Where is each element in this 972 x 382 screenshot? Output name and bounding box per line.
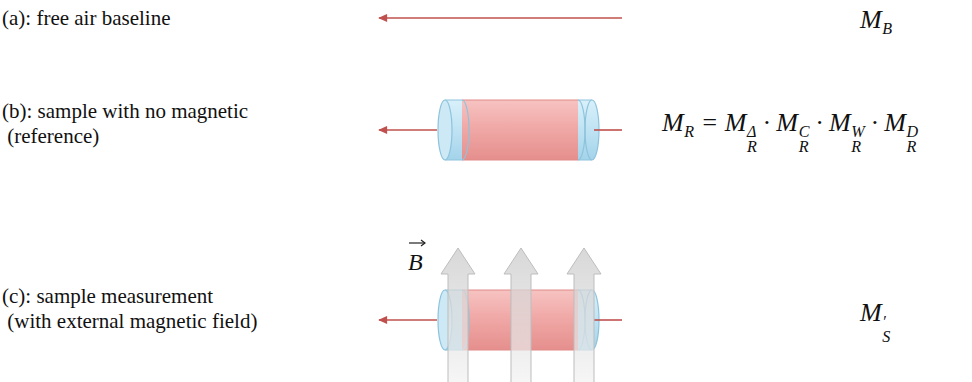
row-label: (c): sample measurement (with external m… xyxy=(2,284,257,334)
matrix-symbol: MS′ xyxy=(860,297,890,344)
row-label: (b): sample with no magnetic (reference) xyxy=(2,99,248,149)
light-beam xyxy=(594,319,622,321)
vector-arrow xyxy=(409,240,425,246)
light-beam xyxy=(594,129,622,131)
magnetic-field-arrows xyxy=(441,248,601,382)
row-label: (a): free air baseline xyxy=(2,6,170,31)
field-symbol: B xyxy=(408,248,423,277)
matrix-symbol: MB xyxy=(860,4,892,36)
light-beam xyxy=(379,129,437,131)
light-beam xyxy=(379,319,437,321)
light-beam xyxy=(379,17,622,19)
sample-cylinder xyxy=(438,100,599,160)
matrix-equation: MR = MRΔ · MRC · MRW · MRD xyxy=(662,107,918,154)
